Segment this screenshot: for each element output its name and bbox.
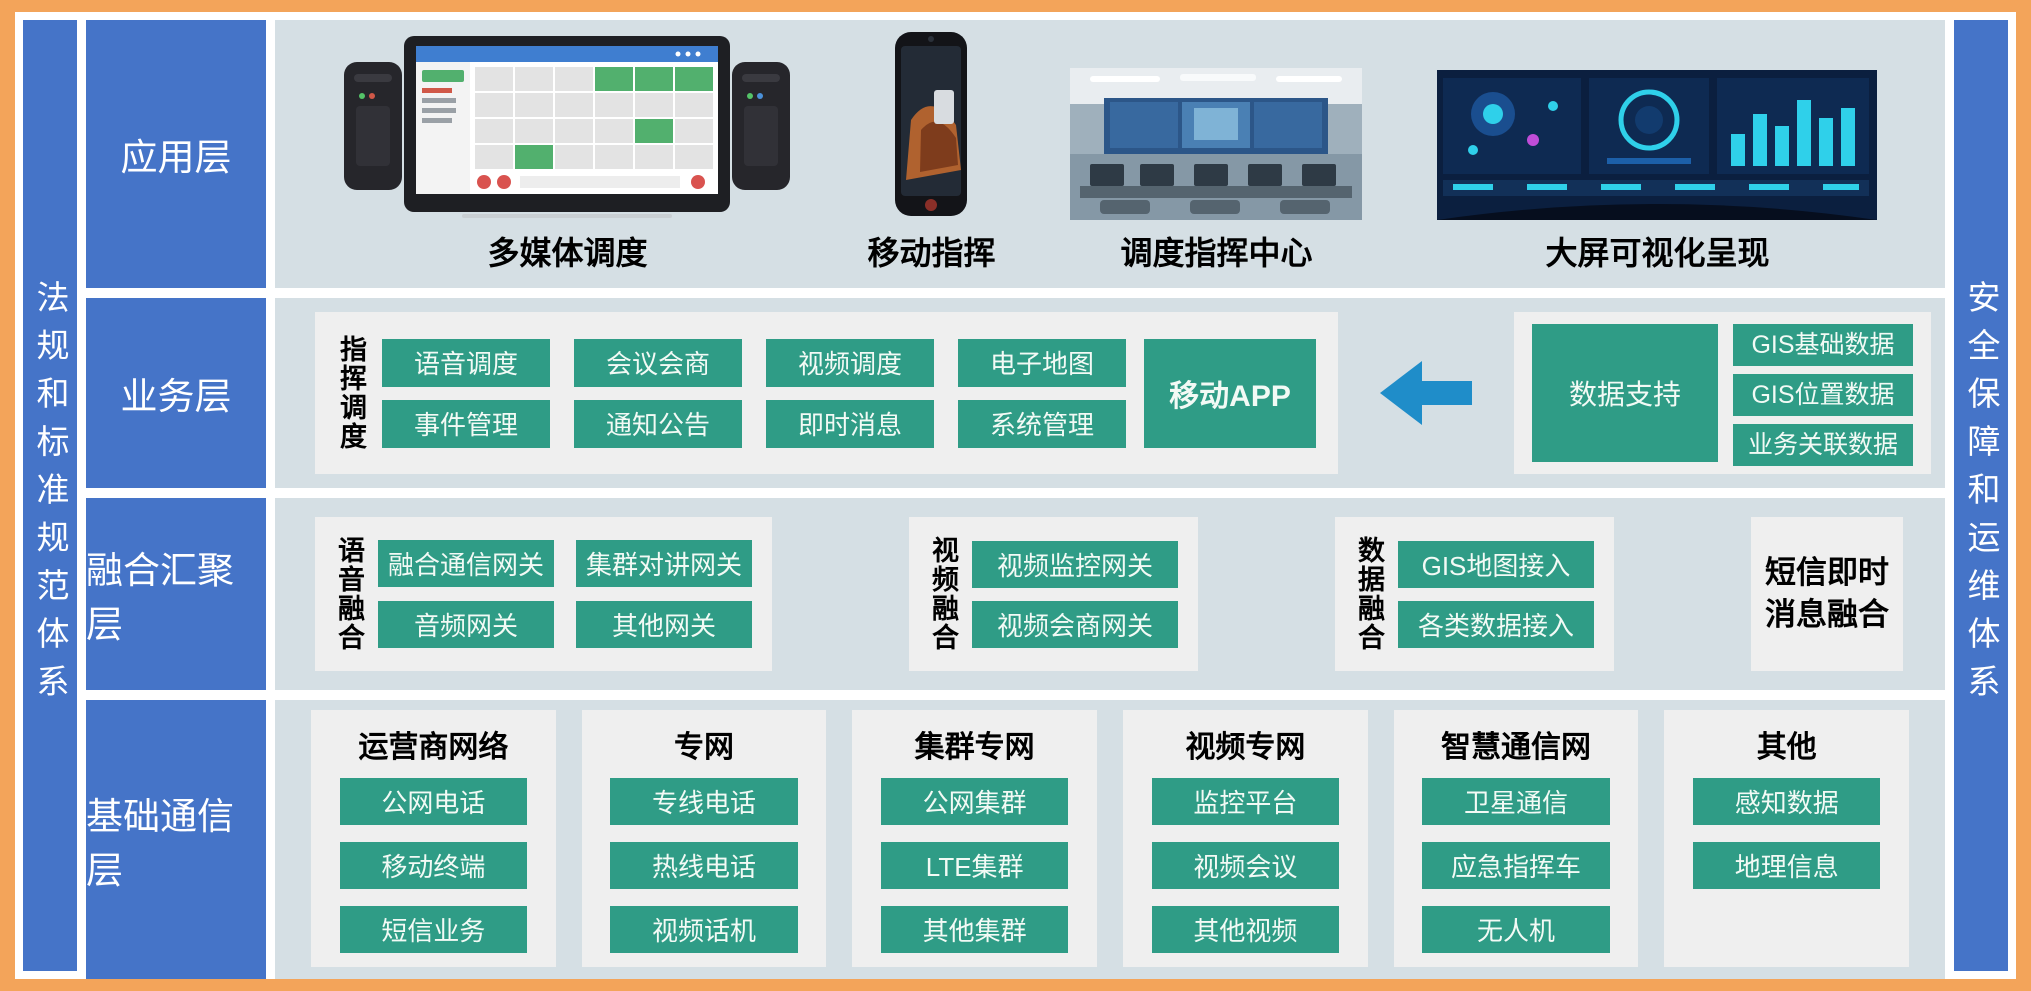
node-business-related-data: 业务关联数据 [1733, 424, 1913, 466]
app-item-big-screen: 大屏可视化呈现 [1437, 70, 1878, 274]
video-fusion-panel: 视频融合 视频监控网关 视频会商网关 [909, 517, 1198, 671]
node-satellite-comm: 卫星通信 [1422, 778, 1610, 825]
node-video-conference: 视频会议 [1151, 842, 1339, 889]
node-video-dispatch: 视频调度 [766, 338, 934, 387]
node-public-network-phone: 公网电话 [339, 778, 527, 825]
base-header-trunking-network: 集群专网 [914, 731, 1035, 764]
node-geographic-info: 地理信息 [1693, 842, 1881, 889]
base-col-other: 其他 感知数据 地理信息 [1664, 710, 1910, 967]
app-caption-command-center: 调度指挥中心 [1120, 235, 1313, 271]
node-mobile-terminal: 移动终端 [339, 842, 527, 889]
node-gis-map-access: GIS地图接入 [1398, 540, 1594, 588]
control-room-image [1070, 68, 1363, 220]
left-rail: 法规和标准规范体系 [23, 20, 77, 971]
arrow-wrap [1338, 361, 1514, 425]
app-item-multimedia-dispatch: 多媒体调度 [342, 32, 792, 274]
node-surveillance-platform: 监控平台 [1151, 778, 1339, 825]
left-rail-label: 法规和标准规范体系 [32, 279, 69, 712]
node-instant-message: 即时消息 [766, 399, 934, 448]
layer-content-fusion: 语音融合 融合通信网关 集群对讲网关 音频网关 其他网关 视频融合 视频监控网关… [275, 498, 1945, 690]
base-col-smart-comm-network: 智慧通信网 卫星通信 应急指挥车 无人机 [1393, 710, 1639, 967]
diagram-inner: 法规和标准规范体系 应用层 [15, 12, 2016, 979]
base-header-smart-comm-network: 智慧通信网 [1441, 731, 1592, 764]
node-conference-consultation: 会议会商 [574, 338, 742, 387]
sms-im-fusion-panel: 短信即时消息融合 [1751, 517, 1903, 671]
layer-content-business: 指挥调度 语音调度 会议会商 视频调度 电子地图 事件管理 通知公告 即时消息 … [275, 298, 1945, 488]
base-header-operator-network: 运营商网络 [358, 731, 509, 764]
node-sensing-data: 感知数据 [1693, 778, 1881, 825]
node-emergency-command-vehicle: 应急指挥车 [1422, 842, 1610, 889]
left-arrow-icon [1380, 361, 1472, 425]
voice-fusion-panel: 语音融合 融合通信网关 集群对讲网关 音频网关 其他网关 [315, 517, 772, 671]
node-gis-base-data: GIS基础数据 [1733, 324, 1913, 366]
node-video-surveillance-gateway: 视频监控网关 [972, 540, 1178, 588]
node-public-trunking: 公网集群 [881, 778, 1069, 825]
node-leased-line-phone: 专线电话 [610, 778, 798, 825]
node-other-video: 其他视频 [1151, 906, 1339, 953]
layers-column: 应用层 [86, 20, 1945, 979]
node-gis-location-data: GIS位置数据 [1733, 374, 1913, 416]
base-col-operator-network: 运营商网络 公网电话 移动终端 短信业务 [311, 710, 556, 967]
base-header-video-network: 视频专网 [1185, 731, 1306, 764]
node-audio-gateway: 音频网关 [378, 601, 554, 648]
layer-label-fusion: 融合汇聚层 [86, 498, 266, 690]
node-hotline-phone: 热线电话 [610, 842, 798, 889]
dispatch-console-image [342, 32, 792, 220]
voice-fusion-grid: 融合通信网关 集群对讲网关 音频网关 其他网关 [378, 540, 752, 648]
app-caption-multimedia-dispatch: 多媒体调度 [487, 235, 648, 271]
video-fusion-stack: 视频监控网关 视频会商网关 [972, 540, 1178, 648]
right-rail-label: 安全保障和运维体系 [1963, 279, 2000, 712]
data-support-stack: GIS基础数据 GIS位置数据 业务关联数据 [1733, 324, 1913, 466]
node-uav: 无人机 [1422, 906, 1610, 953]
node-fusion-comm-gateway: 融合通信网关 [378, 540, 554, 587]
layer-row-application: 应用层 [86, 20, 1945, 288]
node-lte-trunking: LTE集群 [881, 842, 1069, 889]
layer-label-application: 应用层 [86, 20, 266, 288]
layer-content-application: 多媒体调度 移动指挥 [275, 20, 1945, 288]
app-item-command-center: 调度指挥中心 [1070, 68, 1363, 274]
command-dispatch-panel: 指挥调度 语音调度 会议会商 视频调度 电子地图 事件管理 通知公告 即时消息 … [315, 312, 1338, 474]
node-notice-announcement: 通知公告 [574, 399, 742, 448]
app-caption-big-screen: 大屏可视化呈现 [1545, 235, 1770, 271]
command-dispatch-group-label: 指挥调度 [336, 335, 366, 451]
node-various-data-access: 各类数据接入 [1398, 600, 1594, 648]
layer-row-business: 业务层 指挥调度 语音调度 会议会商 视频调度 电子地图 事件管理 通知公告 即… [86, 298, 1945, 488]
app-caption-mobile-command: 移动指挥 [867, 235, 996, 271]
node-data-support: 数据支持 [1532, 324, 1718, 462]
layer-row-fusion: 融合汇聚层 语音融合 融合通信网关 集群对讲网关 音频网关 其他网关 视频融合 … [86, 498, 1945, 690]
layer-content-base: 运营商网络 公网电话 移动终端 短信业务 专网 专线电话 热线电话 视频话机 集… [275, 700, 1945, 979]
node-event-management: 事件管理 [382, 399, 550, 448]
node-sms-service: 短信业务 [339, 906, 527, 953]
data-fusion-group-label: 数据融合 [1354, 536, 1384, 652]
layer-row-base: 基础通信层 运营商网络 公网电话 移动终端 短信业务 专网 专线电话 热线电话 … [86, 700, 1945, 979]
layer-label-base: 基础通信层 [86, 700, 266, 979]
base-col-private-network: 专网 专线电话 热线电话 视频话机 [581, 710, 827, 967]
smartphone-image [876, 30, 986, 220]
node-electronic-map: 电子地图 [958, 338, 1126, 387]
node-video-consultation-gateway: 视频会商网关 [972, 600, 1178, 648]
layer-label-business: 业务层 [86, 298, 266, 488]
base-col-video-network: 视频专网 监控平台 视频会议 其他视频 [1123, 710, 1368, 967]
data-fusion-panel: 数据融合 GIS地图接入 各类数据接入 [1335, 517, 1614, 671]
node-mobile-app: 移动APP [1144, 338, 1316, 448]
video-wall-image [1437, 70, 1878, 220]
command-node-grid: 语音调度 会议会商 视频调度 电子地图 事件管理 通知公告 即时消息 系统管理 [382, 338, 1126, 448]
base-header-private-network: 专网 [674, 731, 734, 764]
data-fusion-stack: GIS地图接入 各类数据接入 [1398, 540, 1594, 648]
data-support-panel: 数据支持 GIS基础数据 GIS位置数据 业务关联数据 [1514, 312, 1931, 474]
voice-fusion-group-label: 语音融合 [334, 536, 364, 652]
right-rail: 安全保障和运维体系 [1954, 20, 2008, 971]
base-header-other: 其他 [1756, 731, 1817, 764]
video-fusion-group-label: 视频融合 [928, 536, 958, 652]
node-video-phone: 视频话机 [610, 906, 798, 953]
node-system-management: 系统管理 [958, 399, 1126, 448]
sms-im-fusion-label: 短信即时消息融合 [1765, 555, 1889, 632]
base-col-trunking-network: 集群专网 公网集群 LTE集群 其他集群 [852, 710, 1098, 967]
node-voice-dispatch: 语音调度 [382, 338, 550, 387]
node-other-trunking: 其他集群 [881, 906, 1069, 953]
node-trunking-intercom-gateway: 集群对讲网关 [576, 540, 752, 587]
node-other-gateway: 其他网关 [576, 601, 752, 648]
app-item-mobile-command: 移动指挥 [867, 30, 995, 274]
